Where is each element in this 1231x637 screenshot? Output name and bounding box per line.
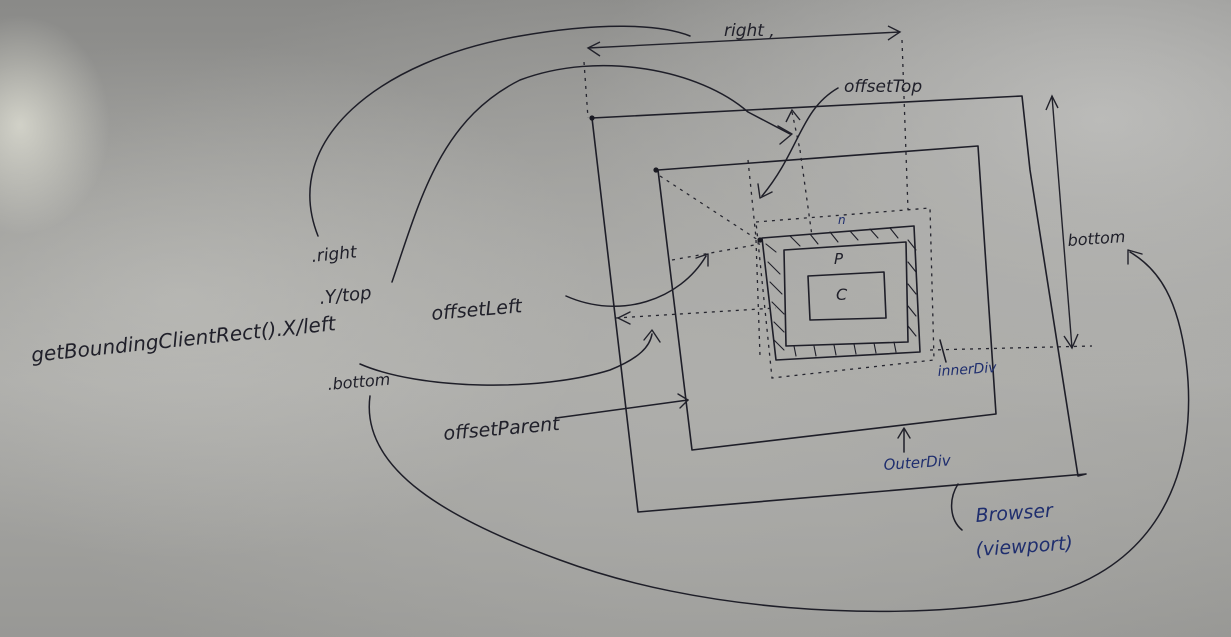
browser-viewport-box bbox=[591, 95, 1087, 513]
label-method-right: .right bbox=[310, 242, 359, 267]
right-double-arrow bbox=[587, 31, 901, 49]
c-element-box bbox=[807, 271, 887, 321]
label-method-y-top: .Y/top bbox=[318, 283, 372, 309]
label-browser-line1: Browser bbox=[975, 500, 1055, 527]
viewport-origin-dot bbox=[589, 115, 595, 121]
p-element-box bbox=[761, 225, 921, 361]
outer-div-box bbox=[657, 145, 997, 451]
label-node-c: C bbox=[836, 285, 848, 304]
p-content-box bbox=[783, 241, 909, 347]
bottom-double-arrow bbox=[1051, 95, 1073, 349]
label-offset-parent: offsetParent bbox=[443, 413, 562, 445]
label-offset-top: offsetTop bbox=[844, 77, 922, 97]
label-method-call: getBoundingClientRect().X/left bbox=[30, 311, 338, 367]
label-node-p: P bbox=[834, 250, 844, 268]
label-outer-div: OuterDiv bbox=[883, 451, 952, 474]
label-inner-div: innerDiv bbox=[937, 360, 998, 380]
label-method-bottom: .bottom bbox=[327, 370, 391, 394]
label-bottom-right: bottom bbox=[1067, 227, 1126, 250]
p-hatching bbox=[765, 227, 917, 357]
label-node-n: n bbox=[838, 213, 846, 227]
label-browser-line2: (viewport) bbox=[975, 532, 1074, 561]
label-right-top: right , bbox=[724, 21, 775, 41]
connector-curves bbox=[309, 25, 1190, 613]
outer-div-origin-dot bbox=[653, 167, 659, 173]
inner-div-origin-dot bbox=[757, 237, 763, 243]
label-offset-left: offsetLeft bbox=[431, 295, 525, 325]
guide-lines bbox=[583, 39, 1093, 357]
